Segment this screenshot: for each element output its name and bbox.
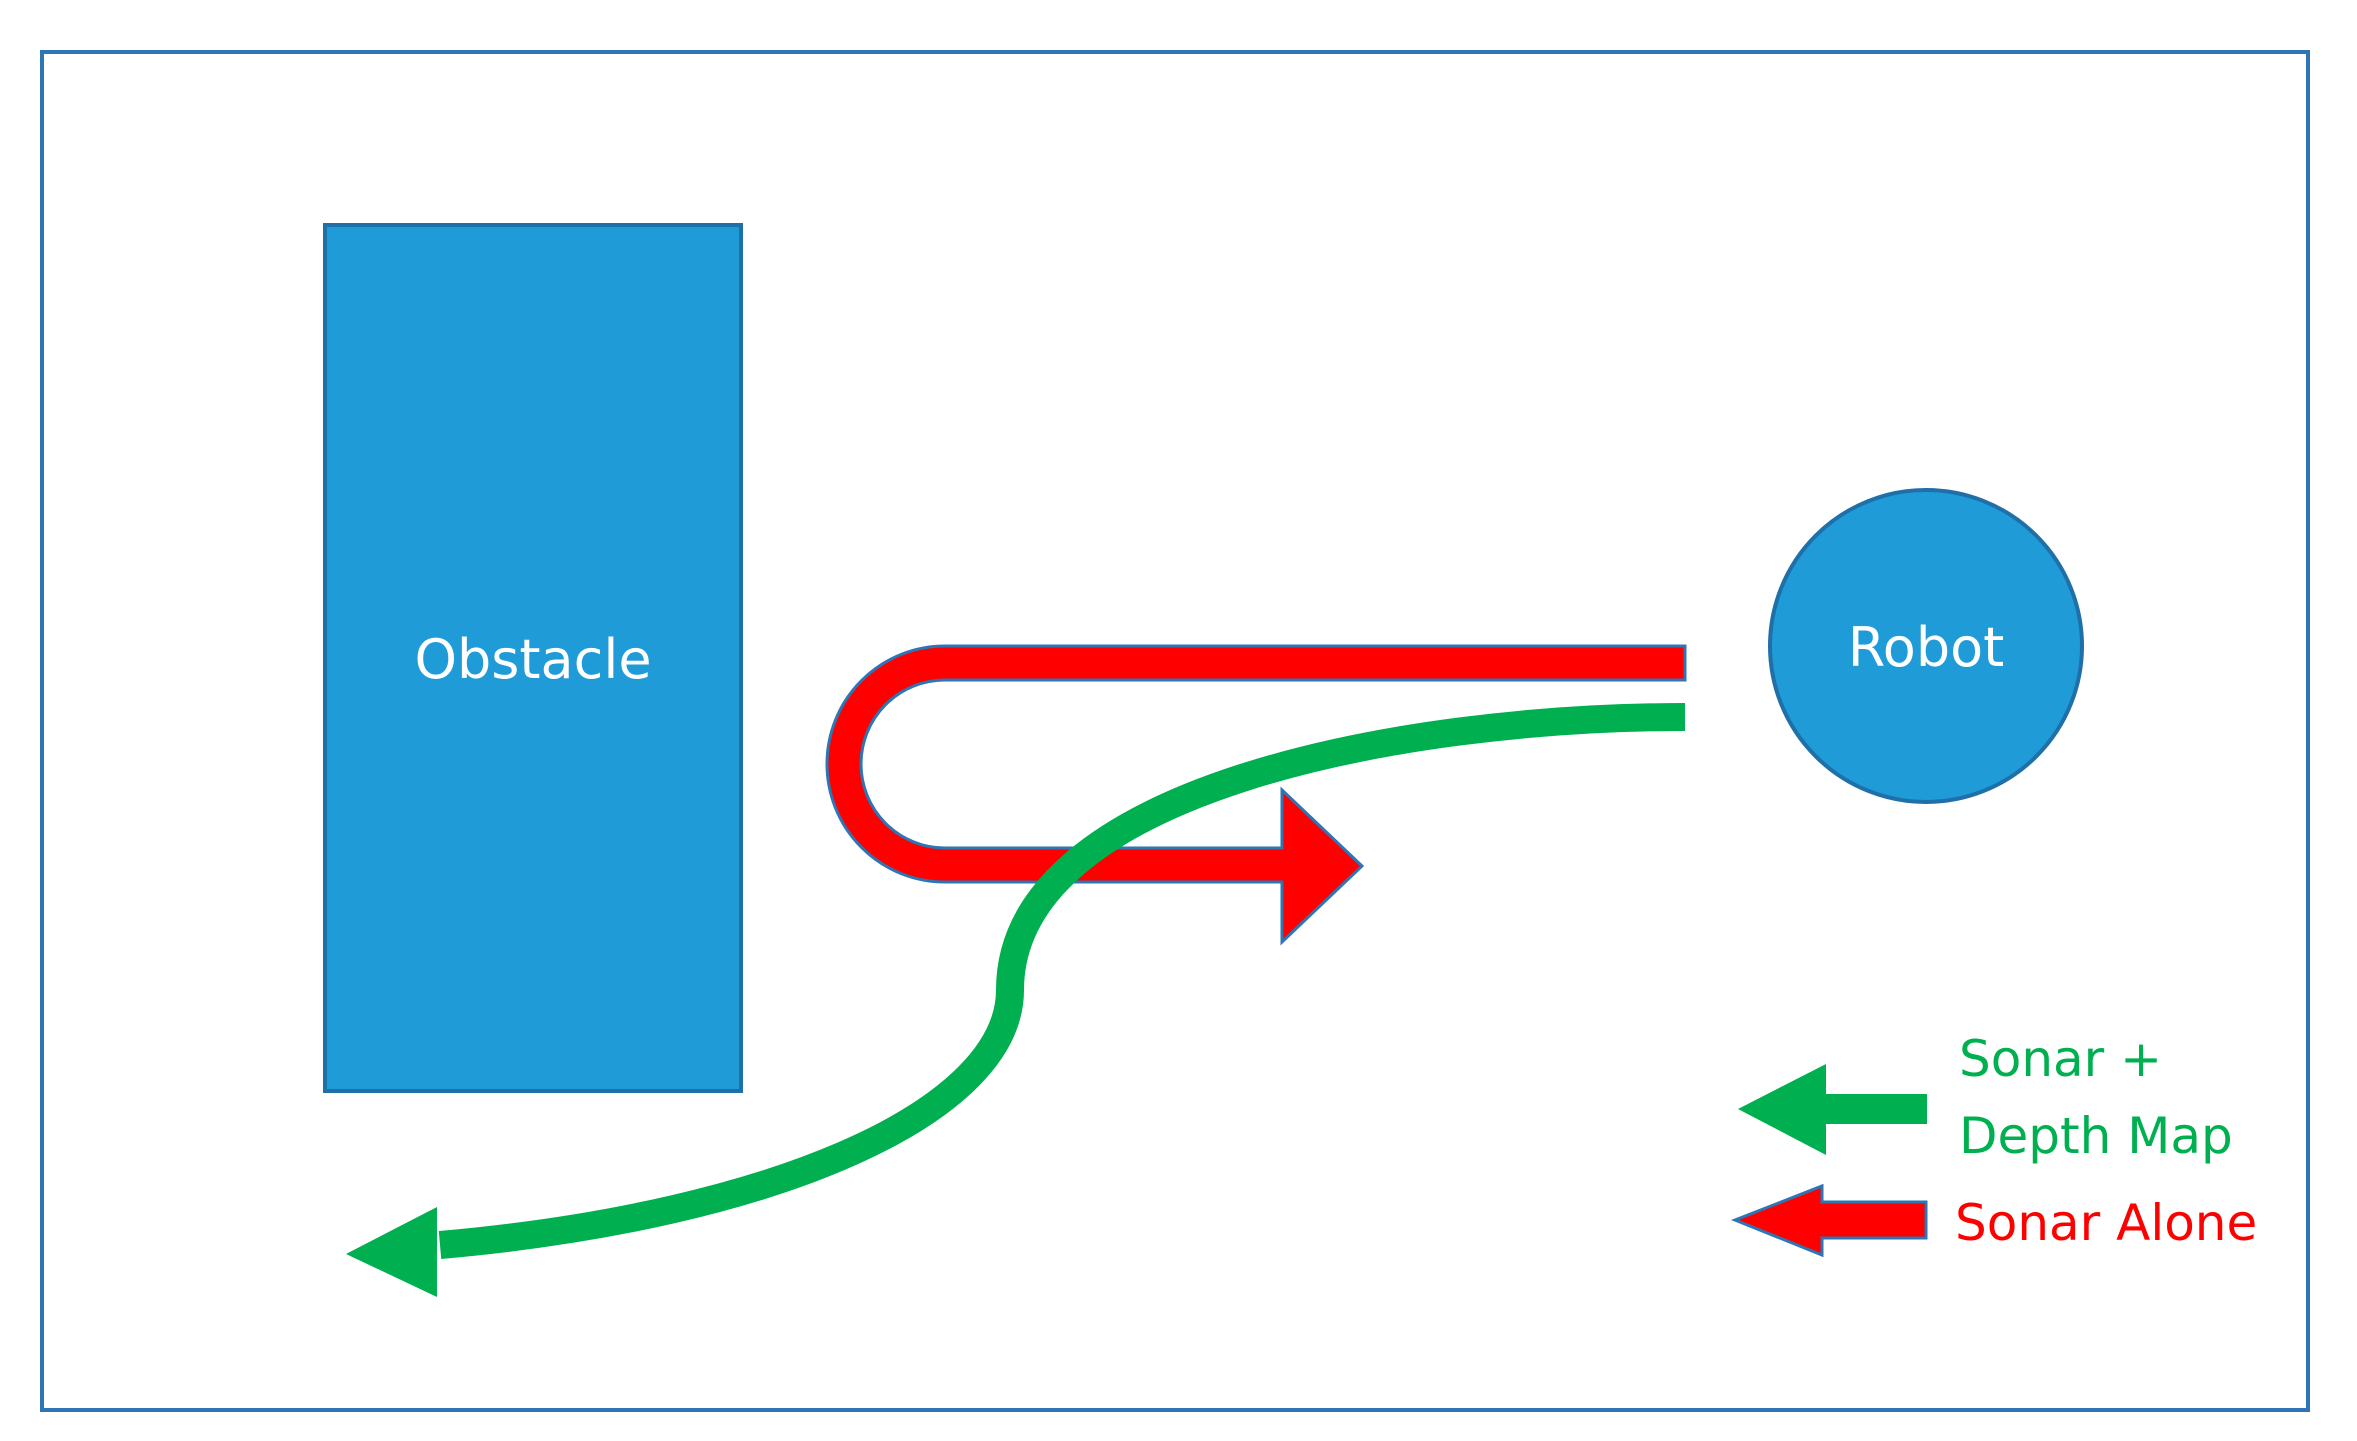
legend-depth-map-arrow <box>1738 1064 1927 1155</box>
obstacle-label: Obstacle <box>414 628 651 691</box>
sonar-depth-map-path <box>346 703 1686 1297</box>
sonar-depth-map-arrowhead <box>346 1207 437 1297</box>
robot-label: Robot <box>1848 616 2005 679</box>
legend-sonar-alone-label: Sonar Alone <box>1955 1194 2257 1252</box>
legend-depth-map-label-line2: Depth Map <box>1959 1107 2233 1165</box>
legend-sonar-alone-arrow <box>1730 1183 1928 1258</box>
robot-shape <box>1768 488 2084 804</box>
sonar-depth-map-curve <box>438 703 1686 1259</box>
obstacle-shape <box>323 223 743 1093</box>
obstacle: Obstacle <box>323 223 743 1093</box>
diagram-frame <box>40 50 2310 1412</box>
sonar-alone-path <box>825 644 1687 946</box>
robot: Robot <box>1768 488 2084 804</box>
legend: Sonar + Depth Map Sonar Alone <box>1730 1030 2257 1258</box>
legend-depth-map-label-line1: Sonar + <box>1959 1030 2162 1088</box>
